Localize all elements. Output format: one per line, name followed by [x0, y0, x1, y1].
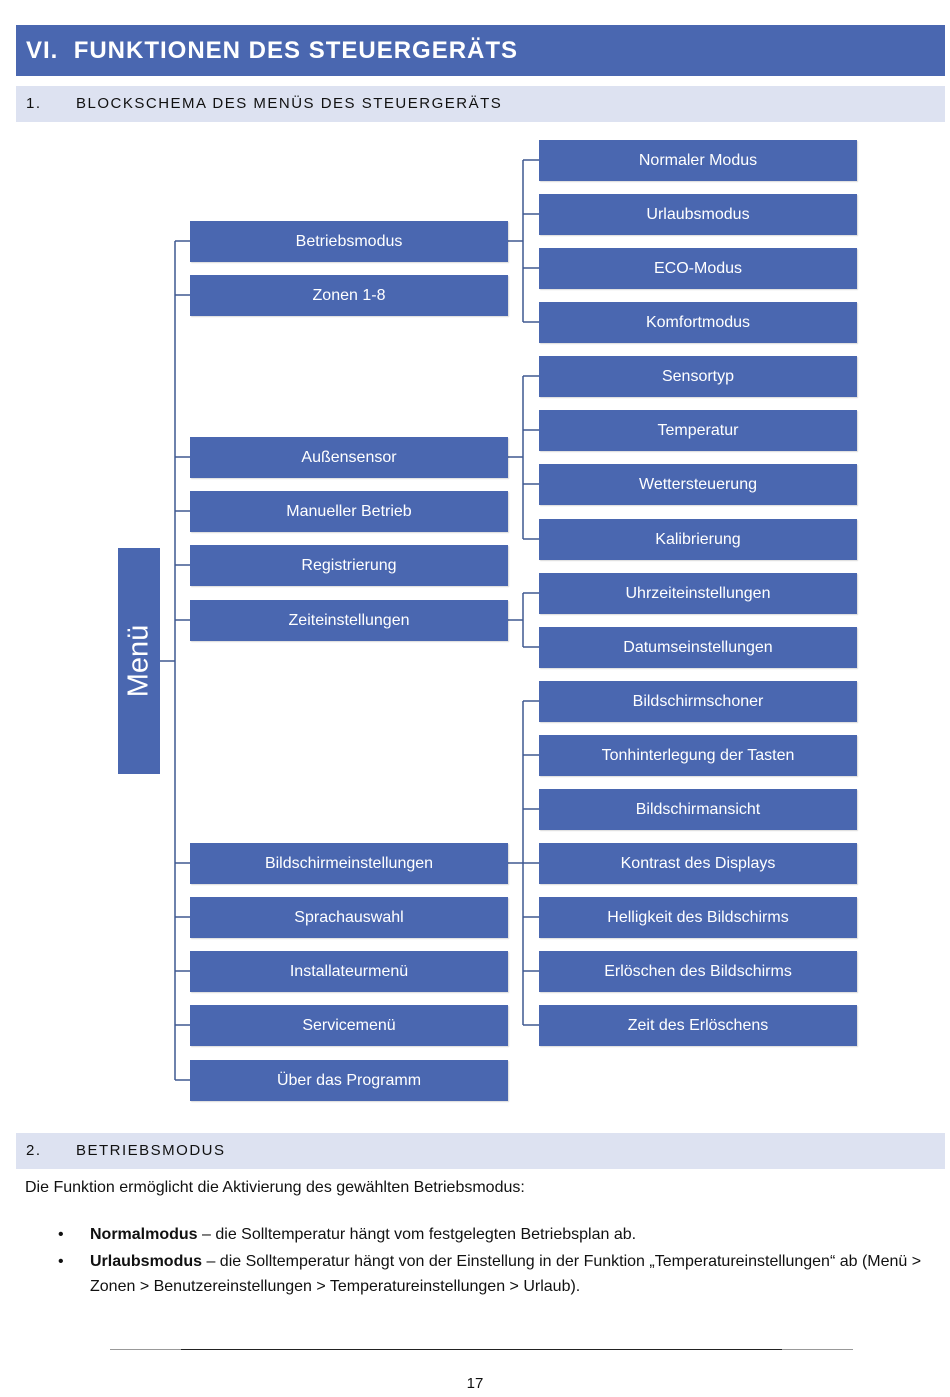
node-ueber-das-programm: Über das Programm — [190, 1060, 508, 1101]
subsection-number: 1. — [26, 95, 42, 112]
list-term: Urlaubsmodus — [90, 1253, 203, 1270]
node-zonen: Zonen 1-8 — [190, 275, 508, 316]
section-title: FUNKTIONEN DES STEUERGERÄTS — [73, 37, 519, 64]
root-label: Menü — [122, 624, 155, 698]
node-datumseinstellungen: Datumseinstellungen — [539, 627, 857, 668]
section-number: VI. — [26, 37, 59, 64]
node-eco-modus: ECO-Modus — [539, 248, 857, 289]
node-komfortmodus: Komfortmodus — [539, 302, 857, 343]
subsection-title: BLOCKSCHEMA DES MENÜS DES STEUERGERÄTS — [76, 95, 503, 112]
bullet-icon: • — [58, 1253, 64, 1270]
list-text: – die Solltemperatur hängt von der Einst… — [90, 1253, 922, 1295]
node-temperatur: Temperatur — [539, 410, 857, 451]
node-erloeschen: Erlöschen des Bildschirms — [539, 951, 857, 992]
list-term: Normalmodus — [90, 1226, 198, 1243]
node-manueller-betrieb: Manueller Betrieb — [190, 491, 508, 532]
list-text: – die Solltemperatur hängt vom festgeleg… — [197, 1226, 637, 1243]
page-number: 17 — [466, 1375, 484, 1392]
node-sensortyp: Sensortyp — [539, 356, 857, 397]
node-zeiteinstellungen: Zeiteinstellungen — [190, 600, 508, 641]
footer-rule-inner — [181, 1349, 782, 1350]
node-normaler-modus: Normaler Modus — [539, 140, 857, 181]
node-servicemenue: Servicemenü — [190, 1005, 508, 1046]
node-bildschirmeinstellungen: Bildschirmeinstellungen — [190, 843, 508, 884]
mode-list: • Normalmodus – die Solltemperatur hängt… — [25, 1222, 945, 1301]
subsection-number: 2. — [26, 1142, 42, 1159]
node-urlaubsmodus: Urlaubsmodus — [539, 194, 857, 235]
subsection-heading-1: 1. BLOCKSCHEMA DES MENÜS DES STEUERGERÄT… — [16, 86, 945, 122]
node-betriebsmodus: Betriebsmodus — [190, 221, 508, 262]
list-item: • Normalmodus – die Solltemperatur hängt… — [25, 1222, 945, 1247]
section-heading: VI. FUNKTIONEN DES STEUERGERÄTS — [16, 25, 945, 76]
node-kontrast: Kontrast des Displays — [539, 843, 857, 884]
node-zeit-des-erloeschens: Zeit des Erlöschens — [539, 1005, 857, 1046]
diagram-root-menu: Menü — [118, 548, 160, 774]
node-uhrzeiteinstellungen: Uhrzeiteinstellungen — [539, 573, 857, 614]
node-helligkeit: Helligkeit des Bildschirms — [539, 897, 857, 938]
node-bildschirmansicht: Bildschirmansicht — [539, 789, 857, 830]
node-wettersteuerung: Wettersteuerung — [539, 464, 857, 505]
node-aussensensor: Außensensor — [190, 437, 508, 478]
node-registrierung: Registrierung — [190, 545, 508, 586]
node-bildschirmschoner: Bildschirmschoner — [539, 681, 857, 722]
intro-paragraph: Die Funktion ermöglicht die Aktivierung … — [25, 1179, 525, 1196]
list-item: • Urlaubsmodus – die Solltemperatur häng… — [25, 1249, 945, 1299]
node-sprachauswahl: Sprachauswahl — [190, 897, 508, 938]
node-kalibrierung: Kalibrierung — [539, 519, 857, 560]
subsection-title: BETRIEBSMODUS — [76, 1142, 226, 1159]
node-installateurmenue: Installateurmenü — [190, 951, 508, 992]
subsection-heading-2: 2. BETRIEBSMODUS — [16, 1133, 945, 1169]
bullet-icon: • — [58, 1226, 64, 1243]
node-tonhinterlegung: Tonhinterlegung der Tasten — [539, 735, 857, 776]
